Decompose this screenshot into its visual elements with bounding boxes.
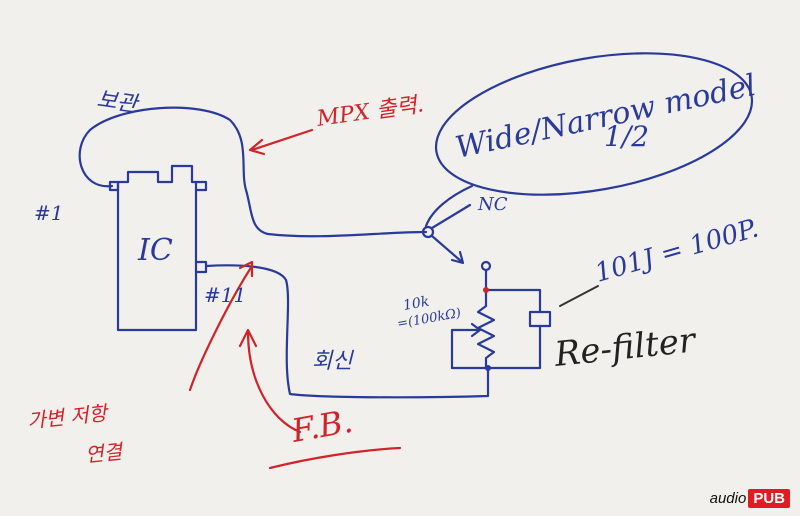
- label-nc: NC: [477, 194, 508, 215]
- label-ic: IC: [137, 233, 173, 268]
- fb-arrow-head: [238, 328, 258, 348]
- label-re-filter: Re-filter: [552, 320, 699, 375]
- filter-pot-wiper: [450, 328, 480, 370]
- label-cap-value: 101J = 100P.: [592, 213, 762, 288]
- label-pin-1: #1: [34, 201, 63, 225]
- pot-note-arrow: [188, 264, 254, 392]
- fb-underline: [268, 446, 402, 470]
- ic-body: [116, 164, 198, 332]
- ic-pin-right-stub: [194, 180, 208, 192]
- label-return-korean: 회신: [312, 349, 354, 374]
- switch-arm-filter: [430, 234, 464, 264]
- label-red-note-1: 가변 저항: [26, 400, 111, 432]
- filter-top-junction: [483, 287, 489, 293]
- filter-cap-lower-wire: [484, 324, 542, 370]
- label-pot-value-1: 10k: [402, 294, 431, 314]
- label-top-left-korean: 보관: [95, 87, 141, 118]
- logo-pub-text: PUB: [748, 489, 790, 508]
- audiopub-logo: audio PUB: [710, 489, 790, 508]
- label-pin-11: #11: [204, 283, 246, 307]
- switch-common-node: [421, 225, 435, 239]
- note-balloon: [434, 52, 754, 196]
- label-red-note-2: 연결: [84, 439, 126, 467]
- switch-arm-nc: [430, 203, 472, 230]
- filter-capacitor: [528, 310, 552, 328]
- balloon-tail: [424, 184, 474, 228]
- logo-audio-text: audio: [709, 490, 747, 507]
- filter-pot-resistor: [476, 288, 496, 370]
- label-half: 1/2: [604, 120, 649, 153]
- mpx-arrow-head: [248, 138, 266, 156]
- feedback-return-wire: [204, 264, 490, 399]
- filter-bottom-junction: [485, 365, 491, 371]
- fb-arrow: [246, 330, 302, 434]
- cap-value-leader: [559, 285, 599, 307]
- filter-top-wire: [484, 268, 542, 314]
- mpx-loop-wire: [78, 106, 428, 238]
- label-mpx-output: MPX 출력.: [314, 92, 425, 132]
- filter-input-node: [480, 260, 492, 272]
- ic-pin-1-stub: [108, 180, 120, 192]
- switch-arrow-filter: [450, 250, 465, 265]
- label-fb: F.B.: [288, 402, 356, 450]
- pot-note-arrow-head: [238, 260, 254, 278]
- ic-pin-11-stub: [194, 260, 208, 274]
- mpx-arrow: [250, 128, 314, 152]
- filter-pot-wiper-arrow: [470, 322, 482, 338]
